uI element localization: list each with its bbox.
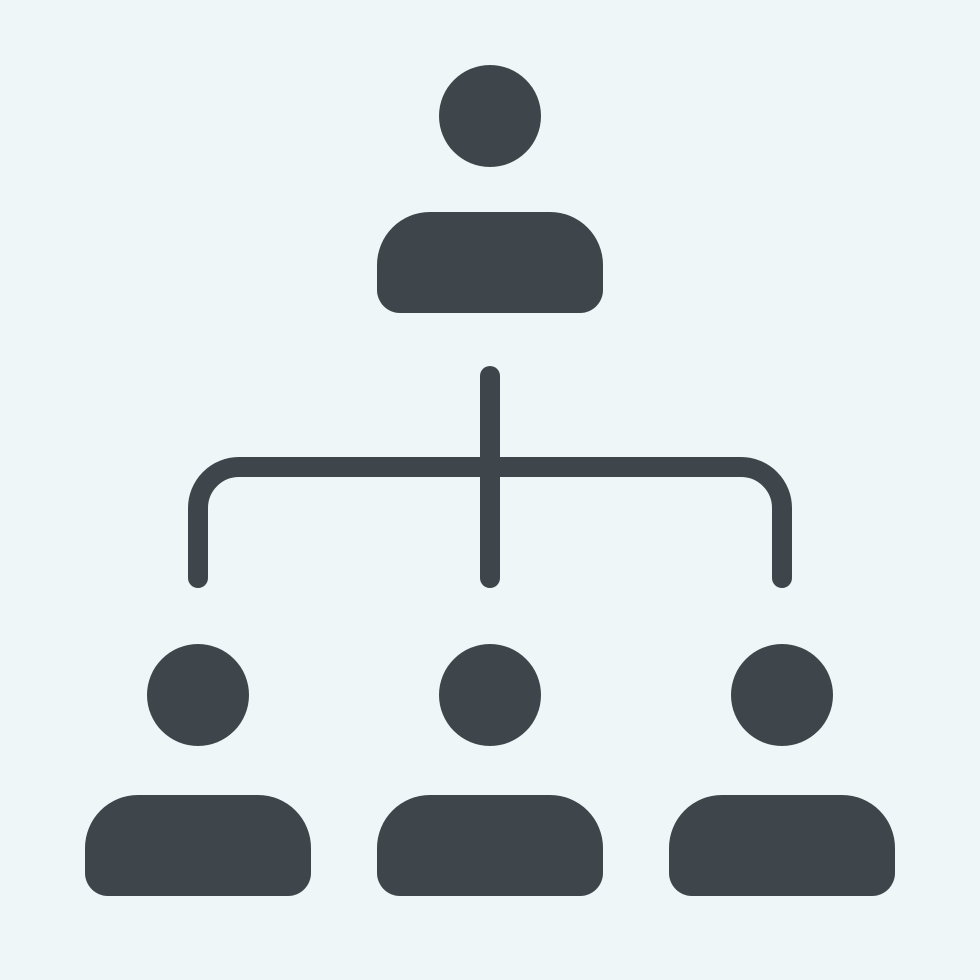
hierarchy-connector — [188, 366, 792, 588]
child-person-right-icon — [669, 644, 895, 896]
child-person-right-body — [669, 795, 895, 896]
connector-branch — [188, 457, 792, 588]
top-person-body — [377, 212, 603, 313]
child-person-left-head — [147, 644, 249, 746]
top-person-icon — [377, 65, 603, 313]
top-person-head — [439, 65, 541, 167]
child-person-middle-icon — [377, 644, 603, 896]
child-person-left-icon — [85, 644, 311, 896]
child-person-left-body — [85, 795, 311, 896]
child-person-middle-body — [377, 795, 603, 896]
child-person-middle-head — [439, 644, 541, 746]
child-person-right-head — [731, 644, 833, 746]
